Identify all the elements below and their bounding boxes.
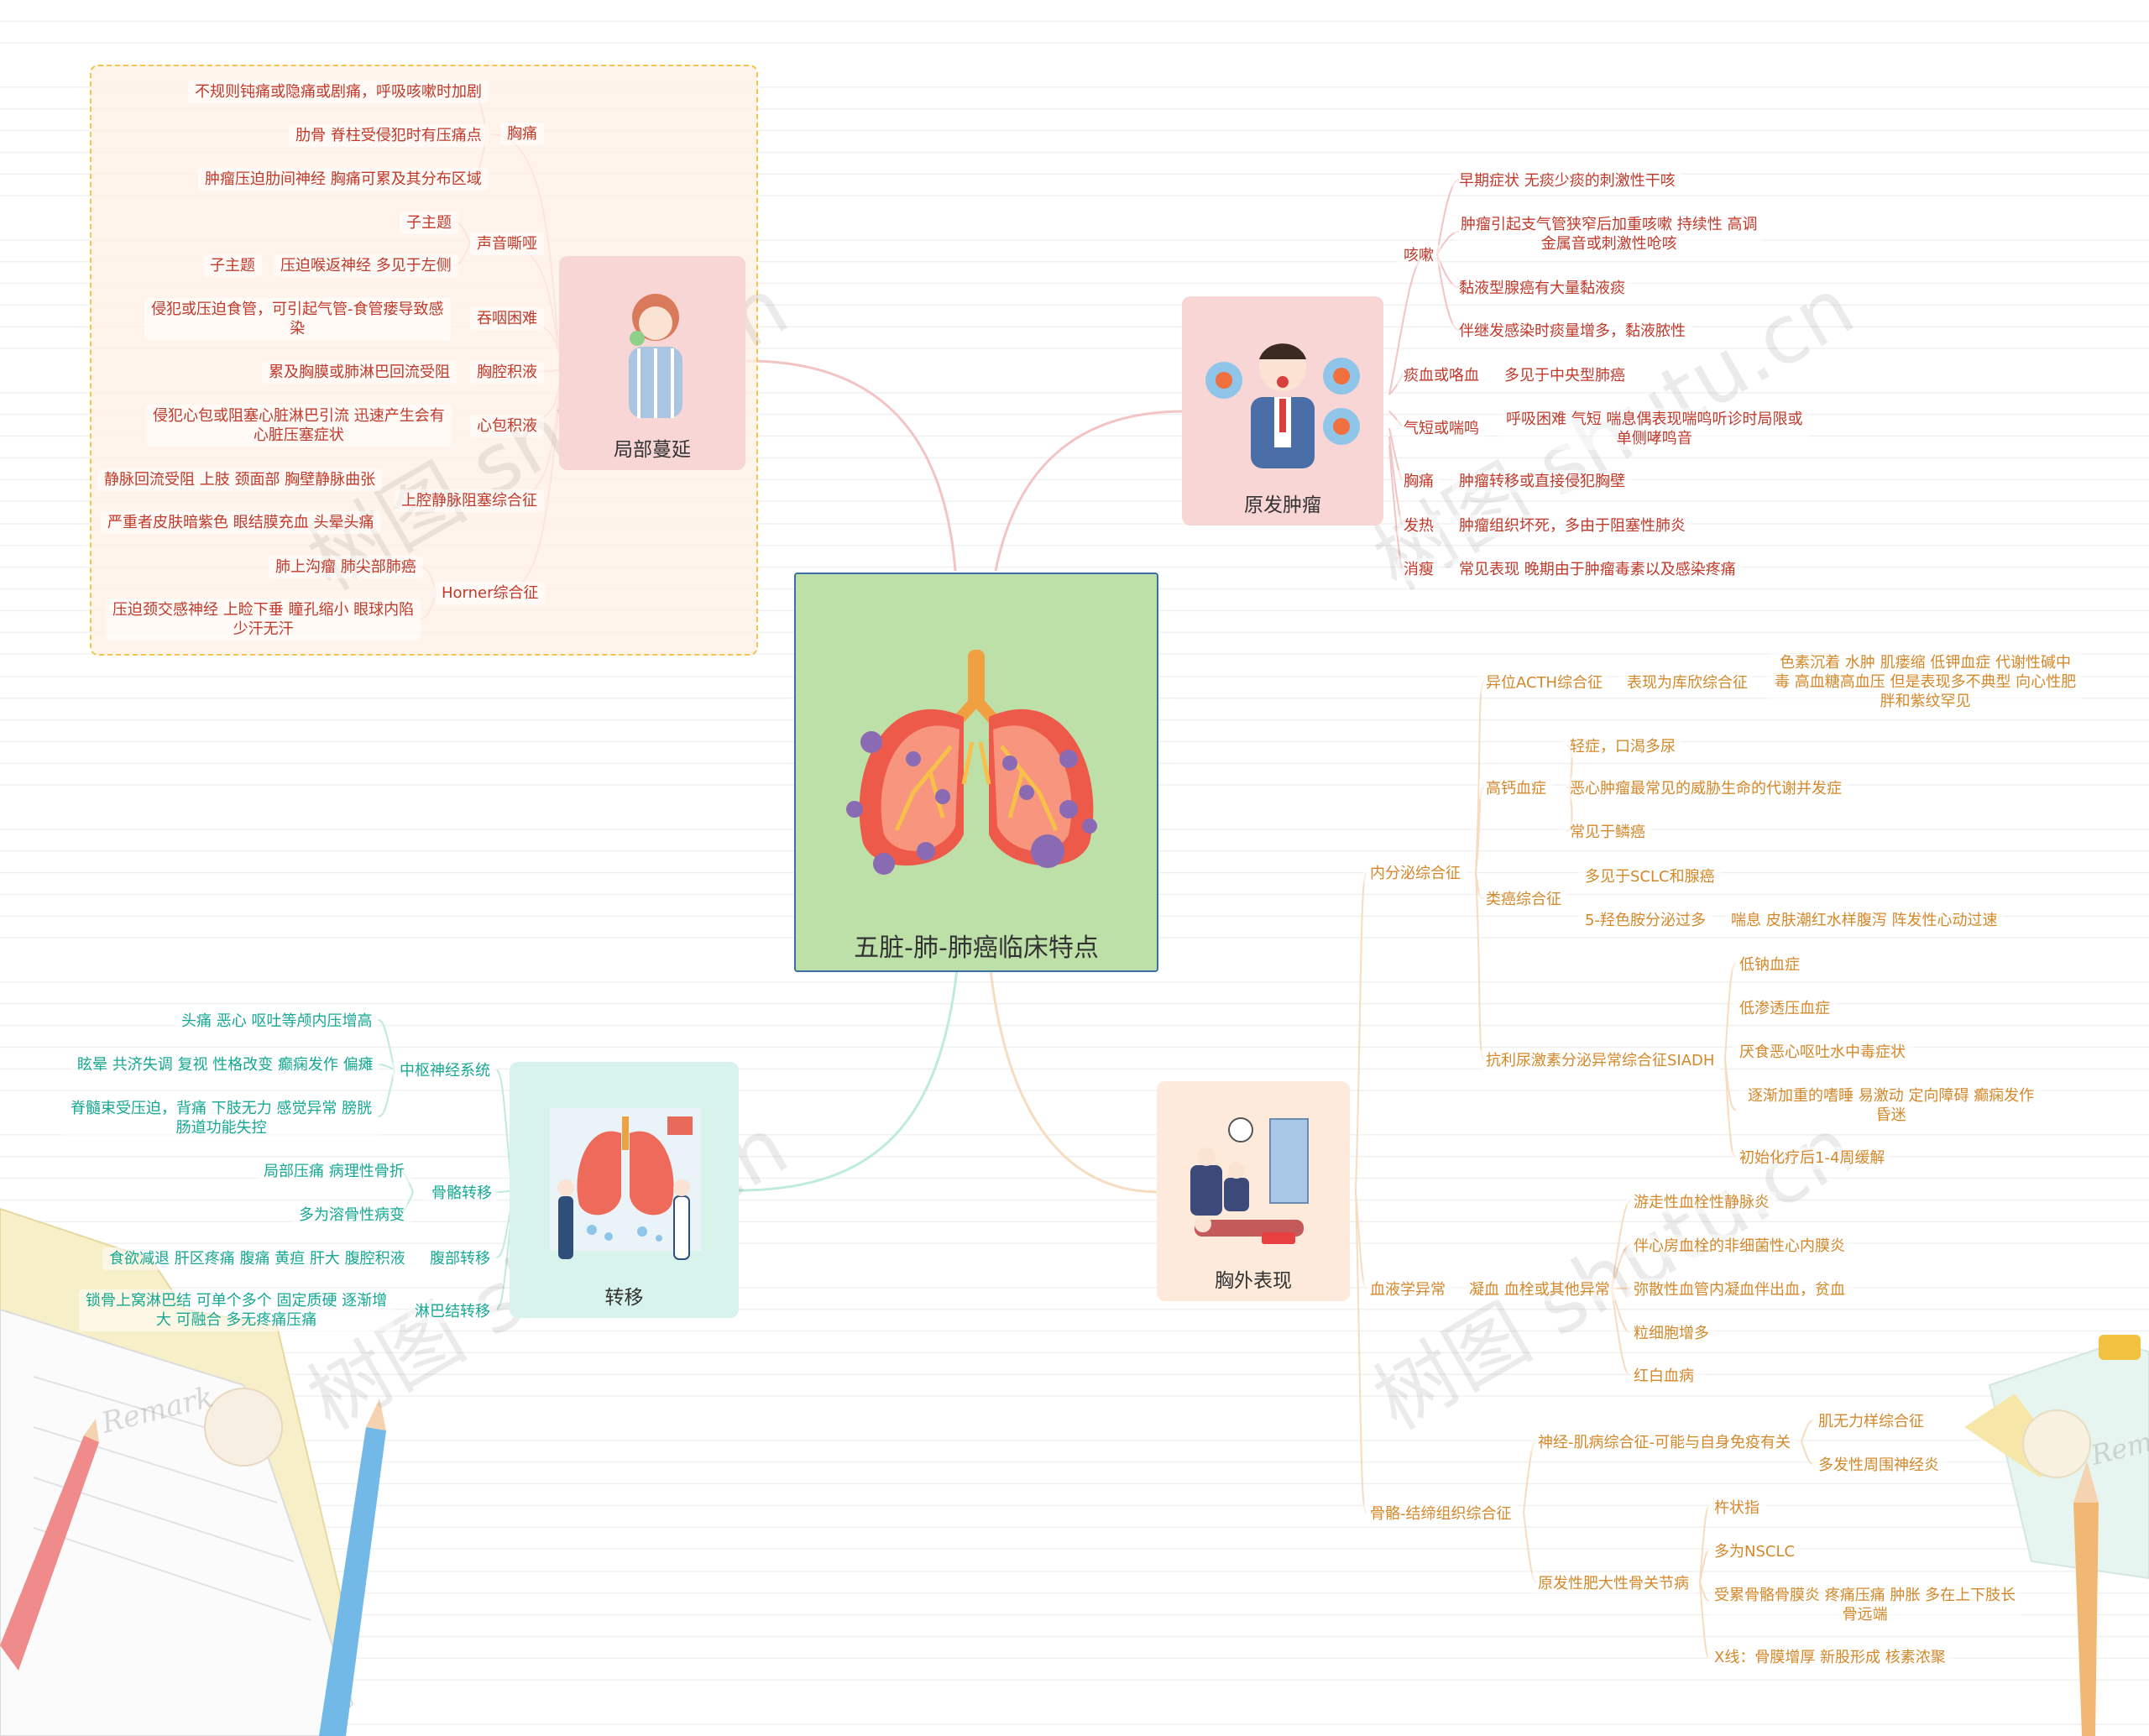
sticky-note-decoration: [1964, 1335, 2149, 1736]
leaf-siadh-1[interactable]: 低钠血症: [1733, 954, 1807, 976]
leaf-blood-3[interactable]: 弥散性血管内凝血伴出血，贫血: [1627, 1278, 1852, 1301]
node-extrathoracic-label: 胸外表现: [1215, 1270, 1292, 1292]
leaf-horner-1[interactable]: 肺上沟瘤 肺尖部肺癌: [269, 556, 423, 578]
branch-primary-chest-pain[interactable]: 胸痛: [1397, 470, 1441, 493]
leaf-carcinoid-1[interactable]: 多见于SCLC和腺癌: [1578, 865, 1722, 888]
branch-pleural-effusion[interactable]: 胸腔积液: [470, 361, 544, 384]
leaf-hoarse-nerve[interactable]: 压迫喉返神经 多见于左侧: [274, 254, 458, 277]
branch-hoarseness[interactable]: 声音嘶哑: [470, 233, 544, 255]
notebook-decoration: [0, 1207, 386, 1736]
leaf-cns-1[interactable]: 头痛 恶心 呕吐等颅内压增高: [175, 1010, 379, 1033]
leaf-horner-2[interactable]: 压迫颈交感神经 上睑下垂 瞳孔缩小 眼球内陷 少汗无汗: [106, 599, 421, 641]
node-primary-tumor[interactable]: 原发肿瘤: [1182, 296, 1383, 526]
branch-dysphagia[interactable]: 吞咽困难: [470, 307, 544, 330]
root-title: 五脏-肺-肺癌临床特点: [854, 933, 1099, 963]
branch-bone[interactable]: 骨骼转移: [425, 1182, 499, 1205]
branch-neuromyopathy[interactable]: 神经-肌病综合征-可能与自身免疫有关: [1531, 1431, 1797, 1454]
node-local-spread[interactable]: 局部蔓延: [559, 256, 745, 470]
branch-siadh[interactable]: 抗利尿激素分泌异常综合征SIADH: [1479, 1049, 1722, 1072]
branch-cough[interactable]: 咳嗽: [1397, 244, 1441, 267]
leaf-carcinoid-2a[interactable]: 喘息 皮肤潮红水样腹泻 阵发性心动过速: [1724, 909, 2005, 932]
leaf-neuro-1[interactable]: 肌无力样综合征: [1812, 1410, 1931, 1433]
coughing-man-icon: [1205, 343, 1360, 468]
node-primary-tumor-label: 原发肿瘤: [1244, 494, 1321, 516]
node-extrathoracic[interactable]: 胸外表现: [1157, 1081, 1350, 1301]
leaf-fever[interactable]: 肿瘤组织坏死，多由于阻塞性肺炎: [1452, 515, 1692, 537]
leaf-siadh-4[interactable]: 逐渐加重的嗜睡 易激动 定向障碍 癫痫发作 昏迷: [1741, 1085, 2042, 1127]
leaf-hoa-3[interactable]: 受累骨骼骨膜炎 疼痛压痛 肿胀 多在上下肢长 骨远端: [1707, 1584, 2023, 1626]
branch-cns[interactable]: 中枢神经系统: [393, 1059, 497, 1082]
leaf-neuro-2[interactable]: 多发性周围神经炎: [1812, 1454, 1946, 1477]
leaf-lymph[interactable]: 锁骨上窝淋巴结 可单个多个 固定质硬 逐渐增 大 可融合 多无疼痛压痛: [79, 1289, 395, 1331]
leaf-hypercalcemia-3[interactable]: 常见于鳞癌: [1563, 821, 1652, 844]
leaf-blood-5[interactable]: 红白血病: [1627, 1365, 1701, 1388]
leaf-pleural[interactable]: 累及胸膜或肺淋巴回流受阻: [262, 361, 457, 384]
leaf-carcinoid-2[interactable]: 5-羟色胺分泌过多: [1578, 909, 1712, 932]
leaf-cough-4[interactable]: 伴继发感染时痰量增多，黏液脓性: [1452, 320, 1692, 342]
branch-wasting[interactable]: 消瘦: [1397, 558, 1441, 581]
leaf-siadh-5[interactable]: 初始化疗后1-4周缓解: [1733, 1147, 1892, 1169]
leaf-cns-3[interactable]: 脊髓束受压迫，背痛 下肢无力 感觉异常 膀胱 肠道功能失控: [64, 1097, 379, 1139]
leaf-svc-1[interactable]: 静脉回流受阻 上肢 颈面部 胸壁静脉曲张: [97, 468, 383, 491]
branch-carcinoid[interactable]: 类癌综合征: [1479, 888, 1568, 911]
root-node[interactable]: 五脏-肺-肺癌临床特点: [794, 573, 1158, 972]
branch-abdomen[interactable]: 腹部转移: [423, 1247, 497, 1270]
node-metastasis[interactable]: 转移: [510, 1062, 739, 1318]
leaf-chest-pain-1[interactable]: 不规则钝痛或隐痛或剧痛，呼吸咳嗽时加剧: [188, 81, 489, 103]
branch-endocrine[interactable]: 内分泌综合征: [1363, 862, 1467, 885]
leaf-hoarse-subtopic[interactable]: 子主题: [400, 212, 458, 234]
branch-horner[interactable]: Horner综合征: [435, 582, 546, 604]
leaf-cough-2[interactable]: 肿瘤引起支气管狭窄后加重咳嗽 持续性 高调 金属音或刺激性呛咳: [1454, 213, 1765, 255]
leaf-hypercalcemia-1[interactable]: 轻症，口渴多尿: [1563, 735, 1682, 758]
leaf-bone-2[interactable]: 多为溶骨性病变: [292, 1204, 411, 1226]
leaf-siadh-3[interactable]: 厌食恶心呕吐水中毒症状: [1733, 1041, 1912, 1064]
leaf-blood-1[interactable]: 游走性血栓性静脉炎: [1627, 1191, 1776, 1214]
leaf-abdomen[interactable]: 食欲减退 肝区疼痛 腹痛 黄疸 肝大 腹腔积液: [102, 1247, 412, 1270]
leaf-pericardial[interactable]: 侵犯心包或阻塞心脏淋巴引流 迅速产生会有 心脏压塞症状: [146, 405, 452, 447]
leaf-cushing-detail[interactable]: 色素沉着 水肿 肌瘘缩 低钾血症 代谢性碱中 毒 高血糖高血压 但是表现多不典型…: [1768, 651, 2084, 713]
branch-chest-pain[interactable]: 胸痛: [500, 123, 544, 145]
branch-fever[interactable]: 发热: [1397, 515, 1441, 537]
branch-hoa[interactable]: 原发性肥大性骨关节病: [1531, 1572, 1696, 1595]
leaf-cough-3[interactable]: 黏液型腺癌有大量黏液痰: [1452, 277, 1632, 300]
leaf-cns-2[interactable]: 眩晕 共济失调 复视 性格改变 癫痫发作 偏瘫: [71, 1054, 380, 1076]
leaf-dyspnea[interactable]: 呼吸困难 气短 喘息偶表现喘鸣听诊时局限或 单侧哮鸣音: [1499, 408, 1810, 450]
leaf-blood-2[interactable]: 伴心房血栓的非细菌性心内膜炎: [1627, 1235, 1852, 1258]
leaf-chest-pain-2[interactable]: 肋骨 脊柱受侵犯时有压痛点: [289, 124, 489, 147]
leaf-primary-chest-pain[interactable]: 肿瘤转移或直接侵犯胸壁: [1452, 470, 1632, 493]
branch-lymph[interactable]: 淋巴结转移: [408, 1300, 497, 1323]
branch-coagulation[interactable]: 凝血 血栓或其他异常: [1462, 1278, 1617, 1301]
leaf-chest-pain-3[interactable]: 肿瘤压迫肋间神经 胸痛可累及其分布区域: [198, 168, 489, 191]
lungs-icon: [846, 650, 1097, 875]
branch-hypercalcemia[interactable]: 高钙血症: [1479, 777, 1553, 800]
doctors-lungs-icon: [550, 1108, 701, 1260]
leaf-hemoptysis[interactable]: 多见于中央型肺癌: [1498, 364, 1632, 387]
node-metastasis-label: 转移: [604, 1287, 644, 1309]
leaf-blood-4[interactable]: 粒细胞增多: [1627, 1322, 1716, 1345]
branch-skeletal[interactable]: 骨骼-结缔组织综合征: [1363, 1503, 1519, 1525]
emergency-scene-icon: [1190, 1117, 1309, 1244]
branch-blood[interactable]: 血液学异常: [1363, 1278, 1452, 1301]
leaf-bone-1[interactable]: 局部压痛 病理性骨折: [257, 1160, 411, 1183]
leaf-hoa-1[interactable]: 杵状指: [1707, 1497, 1766, 1519]
leaf-hypercalcemia-2[interactable]: 恶心肿瘤最常见的威胁生命的代谢并发症: [1563, 777, 1848, 800]
leaf-svc-2[interactable]: 严重者皮肤暗紫色 眼结膜充血 头晕头痛: [101, 511, 381, 534]
branch-hemoptysis[interactable]: 痰血或咯血: [1397, 364, 1486, 387]
leaf-wasting[interactable]: 常见表现 晚期由于肿瘤毒素以及感染疼痛: [1452, 558, 1743, 581]
leaf-hoarse-nerve-subtopic[interactable]: 子主题: [203, 254, 262, 277]
leaf-cough-1[interactable]: 早期症状 无痰少痰的刺激性干咳: [1452, 170, 1682, 192]
branch-ectopic-acth[interactable]: 异位ACTH综合征: [1479, 672, 1610, 694]
branch-pericardial-effusion[interactable]: 心包积液: [470, 415, 544, 437]
coughing-woman-icon: [629, 294, 682, 418]
branch-dyspnea[interactable]: 气短或喘鸣: [1397, 417, 1486, 440]
leaf-hoa-2[interactable]: 多为NSCLC: [1707, 1540, 1802, 1563]
leaf-hoa-4[interactable]: X线：骨膜增厚 新股形成 核素浓聚: [1707, 1646, 1953, 1669]
leaf-dysphagia[interactable]: 侵犯或压迫食管，可引起气管-食管瘘导致感 染: [144, 298, 451, 340]
leaf-cushing[interactable]: 表现为库欣综合征: [1620, 672, 1754, 694]
branch-svc-syndrome[interactable]: 上腔静脉阻塞综合征: [395, 489, 544, 512]
leaf-siadh-2[interactable]: 低渗透压血症: [1733, 997, 1837, 1020]
node-local-spread-label: 局部蔓延: [614, 439, 691, 461]
